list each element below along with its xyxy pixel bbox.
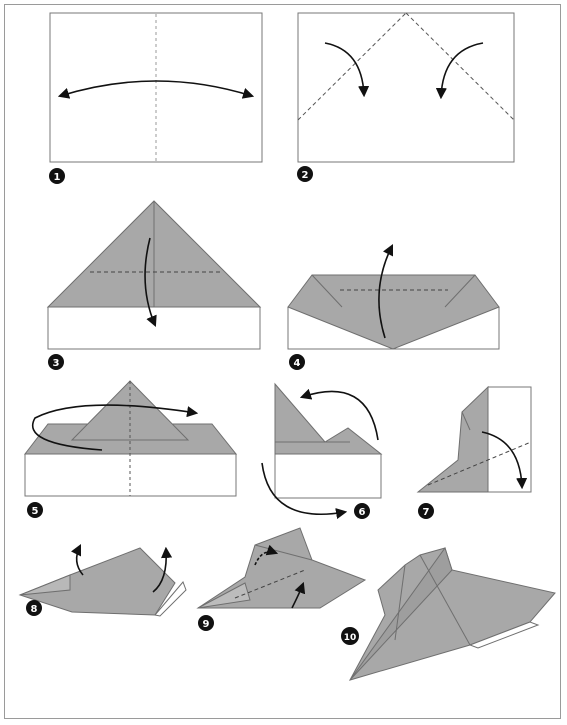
fold-line-right <box>405 12 515 121</box>
nose-flap <box>19 574 71 596</box>
svg-text:10: 10 <box>344 633 357 643</box>
step-10-diagram <box>348 546 556 681</box>
step-1-diagram <box>49 12 263 163</box>
fold-arrow-right <box>152 546 173 593</box>
step-3-diagram <box>46 200 262 350</box>
fold-arrow-left <box>70 543 84 576</box>
step-4-diagram <box>287 243 500 350</box>
fold-arrow <box>57 80 255 99</box>
fold-arrow-top <box>254 544 279 566</box>
crease <box>461 411 471 431</box>
svg-text:9: 9 <box>203 619 210 630</box>
folded-point <box>70 380 190 441</box>
step-badge-5: 5 <box>27 502 43 518</box>
step-badge-3: 3 <box>48 354 64 370</box>
step-badge-1: 1 <box>49 168 65 184</box>
fold-arrow <box>481 431 528 490</box>
fold-line-left <box>297 12 407 121</box>
step-badge-2: 2 <box>297 166 313 182</box>
fold-arrow-right <box>435 42 484 100</box>
step-badge-6: 6 <box>354 503 370 519</box>
fold-arrow-bottom <box>291 581 306 609</box>
crease <box>444 274 476 308</box>
crease <box>311 274 343 308</box>
paper-sheet <box>49 12 263 163</box>
step-6-diagram <box>261 382 383 520</box>
fold-line <box>427 441 532 486</box>
svg-text:1: 1 <box>54 172 61 183</box>
step-7-diagram <box>416 385 532 493</box>
svg-text:8: 8 <box>31 604 38 615</box>
fold-arrow-left <box>324 42 370 98</box>
crease <box>419 554 471 646</box>
svg-text:6: 6 <box>359 507 366 518</box>
nose-section <box>197 582 251 609</box>
folded-wing <box>416 385 489 493</box>
step-badge-4: 4 <box>289 354 305 370</box>
svg-text:2: 2 <box>302 170 309 181</box>
paper-panel <box>487 386 532 493</box>
fold-line <box>234 569 306 599</box>
fold-arrow <box>378 243 394 339</box>
fuselage <box>349 546 453 681</box>
step-9-diagram <box>196 527 367 609</box>
wing-edge <box>154 581 187 617</box>
paper-bottom <box>274 453 382 499</box>
paper-sheet <box>297 12 515 163</box>
step-badge-10: 10 <box>341 627 359 645</box>
step-badge-9: 9 <box>198 615 214 631</box>
step-badge-8: 8 <box>26 600 42 616</box>
crease <box>394 564 406 641</box>
crease <box>254 544 313 561</box>
svg-text:4: 4 <box>294 358 301 369</box>
svg-text:3: 3 <box>53 358 60 369</box>
step-badge-7: 7 <box>418 503 434 519</box>
flip-arrow <box>32 404 199 451</box>
paper-bottom <box>47 306 261 350</box>
rotate-arrow-top <box>299 388 379 441</box>
fold-arrow <box>144 237 157 328</box>
wing-edge <box>468 621 540 649</box>
folded-half <box>274 382 383 455</box>
rotate-arrow-bottom <box>261 462 348 520</box>
svg-text:7: 7 <box>423 507 430 518</box>
step-5-diagram <box>23 380 238 497</box>
folded-plane <box>18 547 176 616</box>
page-border <box>4 4 561 719</box>
step-2-diagram <box>297 12 515 163</box>
folded-paper <box>287 274 500 350</box>
step-8-diagram <box>18 543 187 617</box>
svg-text:5: 5 <box>32 506 39 517</box>
